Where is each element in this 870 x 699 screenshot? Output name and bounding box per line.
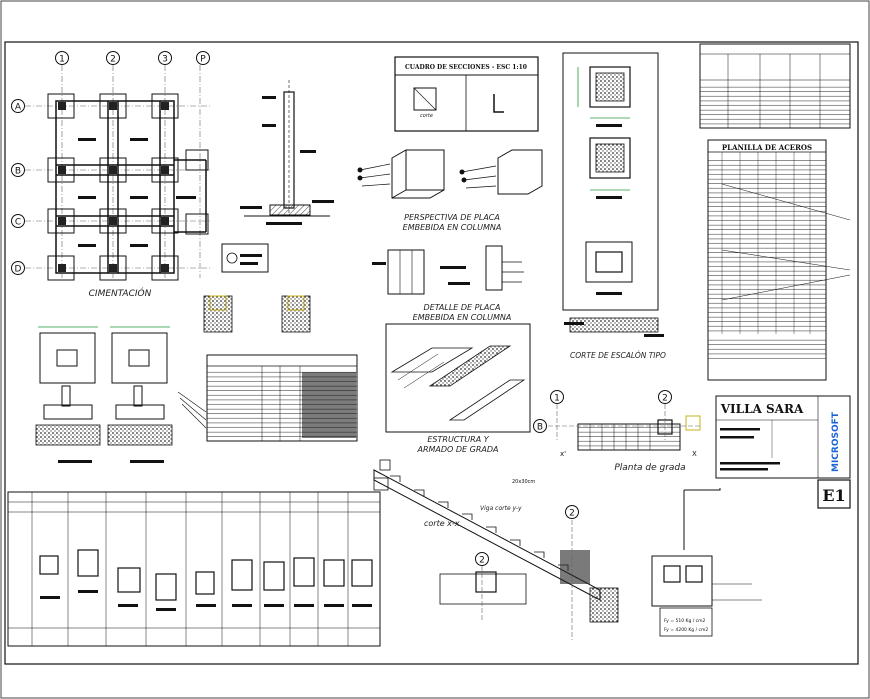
fy-spec-1: Fy = 510 Kg / cm2	[664, 618, 706, 624]
plate-perspective-title-1: PERSPECTIVA DE PLACA	[404, 213, 500, 222]
grid-col-3-label: 3	[162, 55, 168, 65]
plate-detail	[372, 245, 524, 295]
columns	[58, 102, 169, 272]
section-corte-label: corte	[420, 113, 433, 119]
plate-connection-detail	[651, 488, 762, 637]
plate-detail-title-1: DETALLE DE PLACA	[424, 303, 501, 312]
column-elevation	[240, 80, 334, 225]
plate-perspective	[357, 149, 543, 199]
corte-axis-2-lower: 2	[479, 556, 485, 566]
sections-table: CUADRO DE SECCIONES - ESC 1:10 corte	[394, 56, 539, 132]
small-footing-details	[203, 243, 311, 333]
stair-structure-3d	[385, 323, 531, 433]
logo-wordmark: MICROSOFT	[831, 411, 841, 472]
viga-dimension: 20x30cm	[512, 479, 535, 485]
stair-plan-title: Planta de grada	[614, 463, 685, 473]
plan-notes	[78, 138, 196, 247]
step-section	[564, 317, 664, 337]
footing-schedule	[177, 354, 358, 442]
grid-bubbles	[11, 51, 210, 275]
step-section-title: CORTE DE ESCALÓN TIPO	[570, 351, 666, 360]
stair-structure-title-1: ESTRUCTURA Y	[427, 435, 489, 444]
grid-col-1-label: 1	[59, 55, 65, 65]
grid-row-d-label: D	[15, 265, 22, 275]
sheet-inner-border	[4, 41, 859, 665]
footings	[47, 93, 209, 281]
stair-structure-title-2: ARMADO DE GRADA	[416, 445, 498, 454]
fy-spec-2: Fy = 4200 Kg / cm2	[664, 627, 708, 633]
project-name: VILLA SARA	[720, 402, 804, 416]
grade-beams	[55, 100, 207, 274]
title-block	[715, 395, 851, 509]
plate-detail-title-2: EMBEBIDA EN COLUMNA	[413, 313, 512, 322]
axis-x-right: X	[692, 450, 697, 458]
grid-row-c-label: C	[15, 218, 21, 228]
stair-plan	[533, 390, 701, 451]
grada-axis-2: 2	[662, 394, 668, 404]
plate-perspective-title-2: EMBEBIDA EN COLUMNA	[403, 223, 502, 232]
steel-schedule-title: PLANILLA DE ACEROS	[722, 143, 812, 152]
grid-row-a-label: A	[15, 103, 22, 113]
corte-xx-label: corte x-x	[424, 519, 460, 528]
axis-x-left: x'	[560, 450, 566, 458]
steel-schedule	[707, 139, 851, 381]
grid-col-2-label: 2	[110, 55, 116, 65]
viga-corte-label: Viga corte y-y	[480, 505, 522, 512]
corte-axis-2-upper: 2	[569, 509, 575, 519]
column-schedule	[7, 491, 381, 647]
cimentacion-title: CIMENTACIÓN	[89, 287, 152, 299]
grada-axis-b: B	[537, 423, 543, 433]
top-right-schedule	[699, 43, 851, 129]
sections-table-title: CUADRO DE SECCIONES - ESC 1:10	[405, 64, 527, 71]
footing-details	[35, 326, 173, 463]
sheet-number: E1	[822, 486, 845, 505]
stair-section	[373, 459, 619, 640]
foundation-plan: 1 2 3 P A B C D CIMENTACIÓN	[11, 51, 210, 299]
grid-row-b-label: B	[15, 167, 21, 177]
grada-axis-1: 1	[554, 394, 560, 404]
grid-col-p-label: P	[200, 55, 206, 65]
column-sections-panel	[562, 52, 659, 311]
